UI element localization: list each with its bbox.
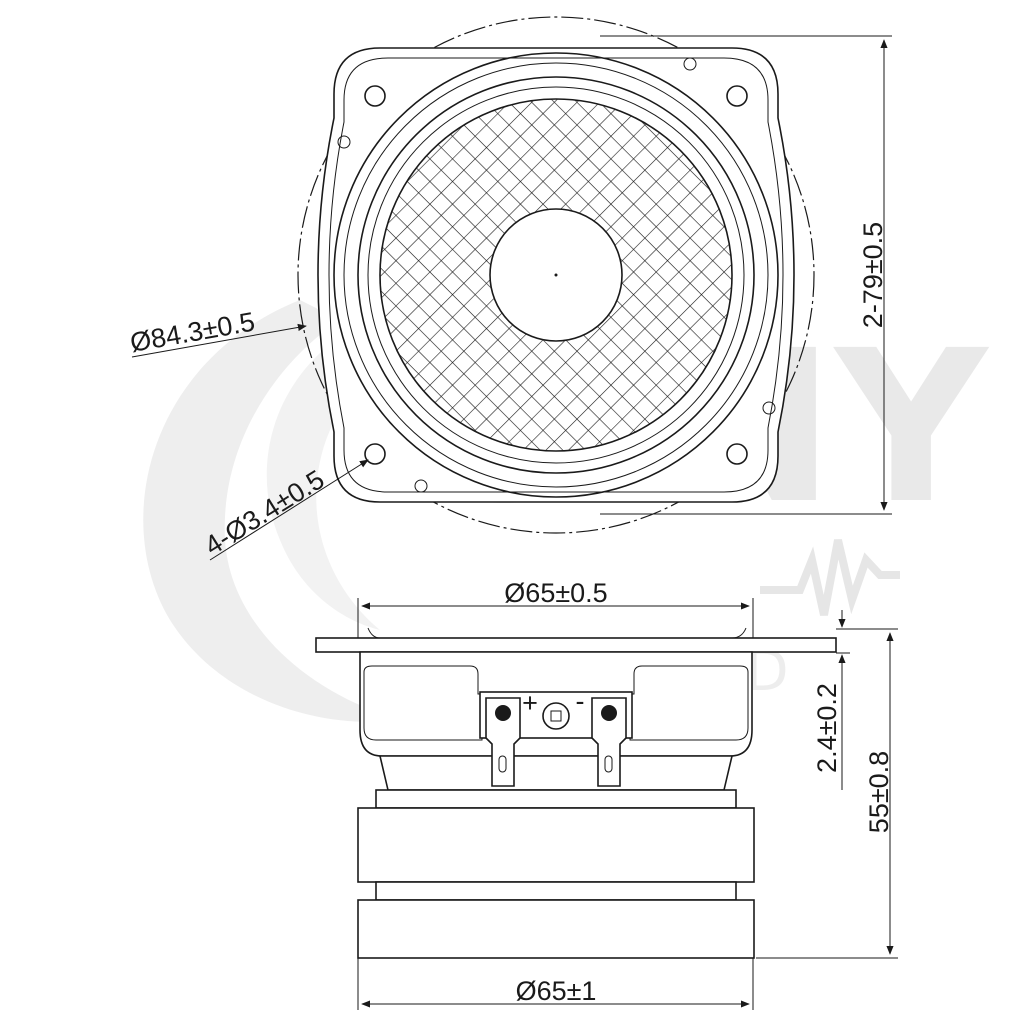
watermark-swoosh-inner bbox=[266, 330, 395, 630]
basket-top-edge bbox=[367, 627, 747, 639]
aux-hole bbox=[683, 57, 697, 71]
mounting-hole-bottom-right bbox=[726, 443, 748, 465]
terminal-positive bbox=[485, 697, 521, 787]
surround-mid bbox=[343, 62, 769, 488]
surround-inner bbox=[357, 76, 755, 474]
watermark-swoosh bbox=[143, 300, 400, 722]
leader-mounting-holes bbox=[209, 459, 369, 561]
basket-window-right bbox=[629, 665, 749, 741]
bolt-circle-centerline bbox=[297, 16, 815, 534]
aux-hole bbox=[762, 401, 776, 415]
terminal-rivet bbox=[542, 702, 570, 730]
cone-edge bbox=[367, 86, 745, 464]
magnet-ring bbox=[357, 807, 755, 883]
leader-outer-diameter bbox=[131, 323, 307, 358]
surround-outer bbox=[333, 52, 779, 498]
terminal-rivet-square bbox=[550, 710, 562, 722]
basket-window-left bbox=[363, 665, 483, 741]
pole-gap-ring bbox=[375, 881, 737, 901]
terminal-positive-label: + bbox=[522, 688, 538, 718]
top-plate bbox=[375, 789, 737, 809]
aux-hole bbox=[337, 135, 351, 149]
mounting-flange bbox=[315, 637, 837, 653]
aux-hole bbox=[414, 479, 428, 493]
dim-hole-spacing: 2-79±0.5 bbox=[858, 222, 888, 328]
basket-taper bbox=[378, 755, 734, 791]
speaker-side-view: Ø65±0.5 + - bbox=[315, 578, 898, 1010]
dim-magnet-diameter: Ø65±1 bbox=[516, 976, 597, 1006]
dim-frame-diameter: Ø65±0.5 bbox=[504, 578, 607, 608]
watermark-waveform bbox=[760, 539, 900, 616]
dim-total-depth: 55±0.8 bbox=[864, 751, 894, 833]
terminal-negative bbox=[591, 697, 627, 787]
terminal-negative-label: - bbox=[576, 686, 585, 716]
mounting-hole-bottom-left bbox=[364, 443, 386, 465]
center-point bbox=[554, 273, 558, 277]
dim-flange-thickness: 2.4±0.2 bbox=[812, 683, 842, 773]
mounting-hole-top-right bbox=[726, 85, 748, 107]
mounting-hole-top-left bbox=[364, 85, 386, 107]
back-plate bbox=[357, 899, 755, 959]
frame-inner-outline bbox=[328, 57, 784, 493]
